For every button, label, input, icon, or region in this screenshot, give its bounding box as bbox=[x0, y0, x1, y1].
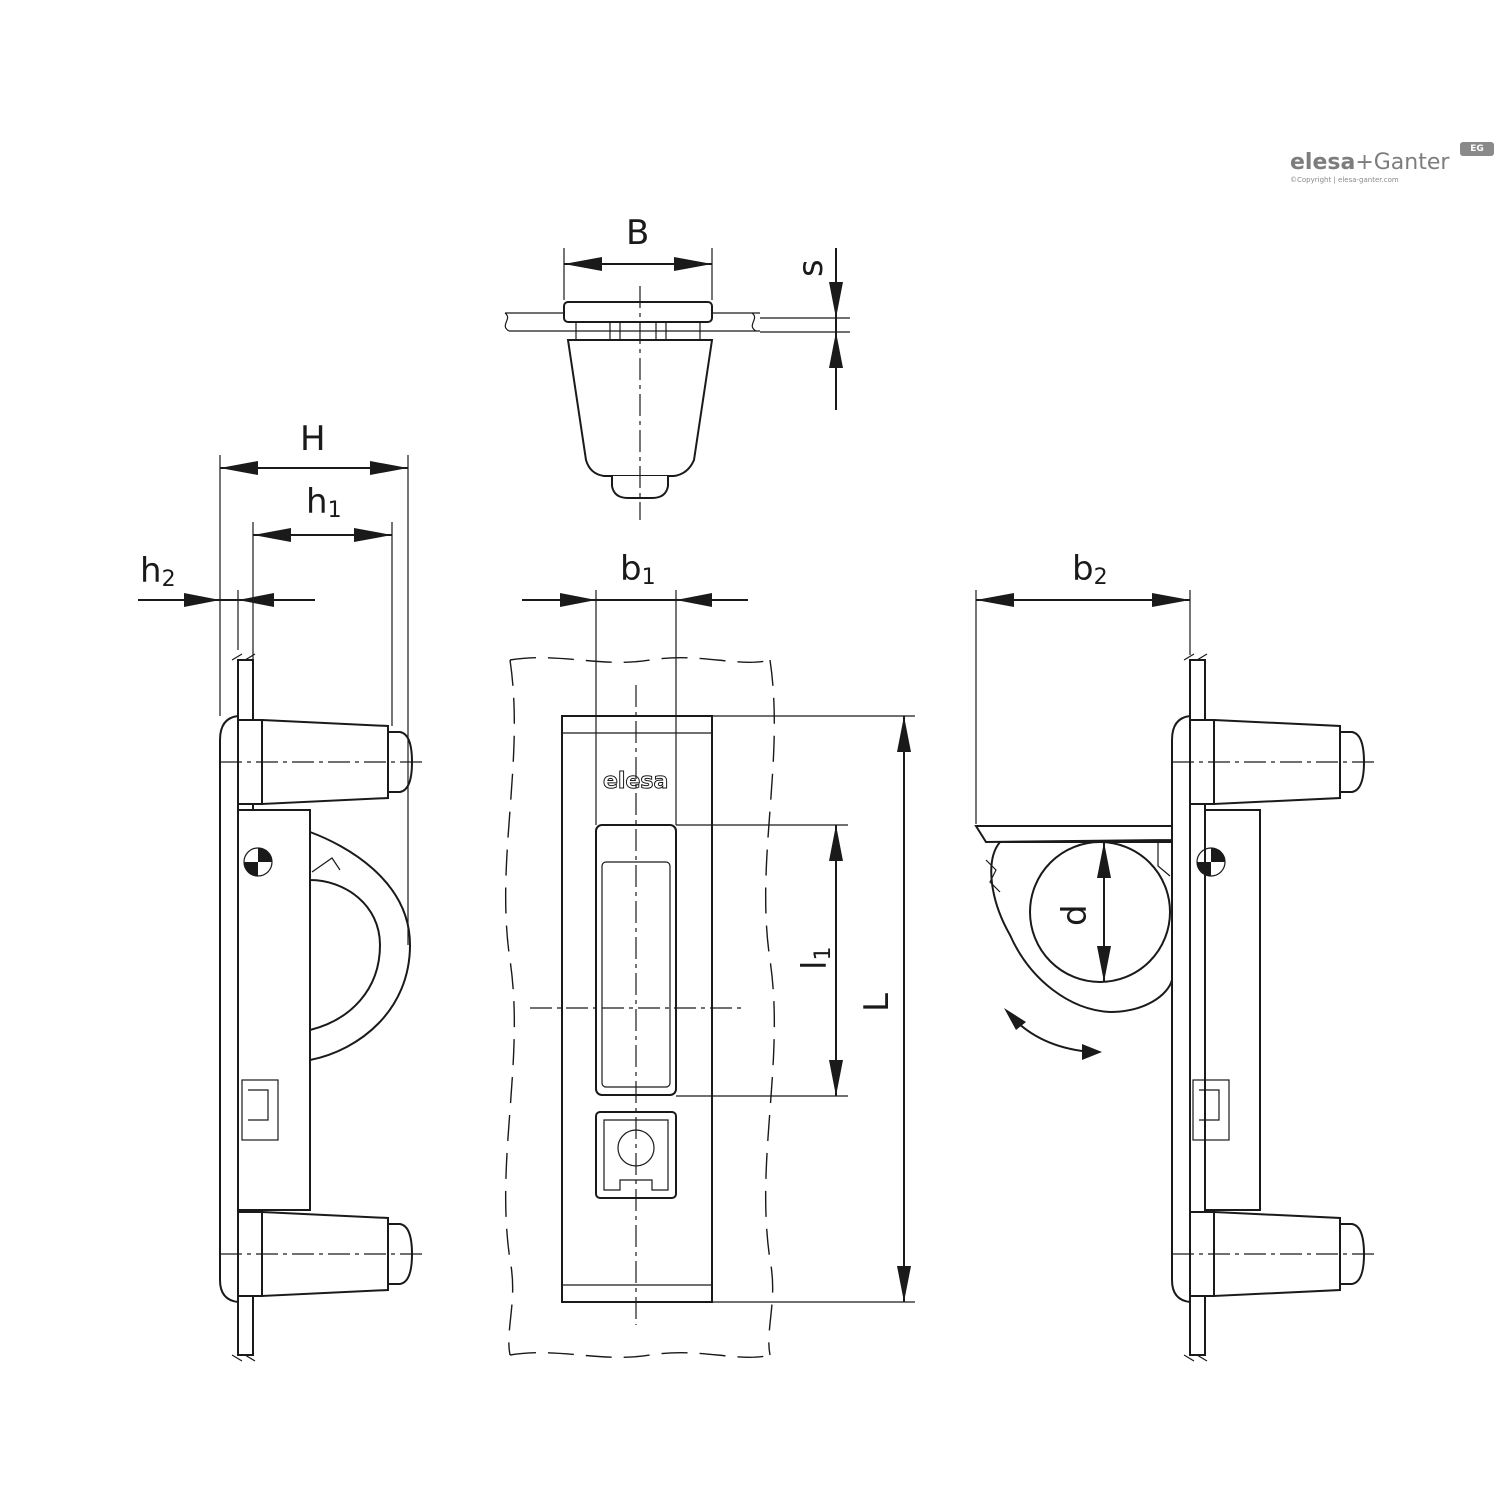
label-l1-sub: 1 bbox=[811, 947, 836, 961]
label-h2-sub: 2 bbox=[162, 567, 176, 592]
label-b2-main: b bbox=[1072, 549, 1094, 589]
label-B: B bbox=[626, 213, 649, 253]
label-h2-main: h bbox=[140, 551, 162, 591]
label-h1-main: h bbox=[306, 482, 328, 522]
label-h1-sub: 1 bbox=[328, 498, 342, 523]
label-l1-main: l bbox=[795, 961, 835, 970]
left-side-view: H h1 h2 bbox=[138, 419, 425, 1362]
logo-brand-right: +Ganter bbox=[1355, 150, 1450, 175]
label-d: d bbox=[1055, 904, 1095, 926]
brand-logo: EG elesa+Ganter ©Copyright | elesa-gante… bbox=[1290, 142, 1500, 195]
label-b1-sub: 1 bbox=[642, 565, 656, 590]
logo-brand-left: elesa bbox=[1290, 150, 1356, 175]
label-h2: h2 bbox=[140, 551, 176, 592]
label-H: H bbox=[300, 419, 326, 459]
logo-wordmark: elesa+Ganter bbox=[1290, 150, 1500, 175]
logo-copyright: ©Copyright | elesa-ganter.com bbox=[1290, 176, 1399, 184]
front-view: elesa b1 l1 L bbox=[504, 549, 915, 1358]
label-s: s bbox=[791, 259, 831, 277]
label-b1-main: b bbox=[620, 549, 642, 589]
top-view: B s bbox=[504, 213, 850, 520]
label-b2-sub: 2 bbox=[1094, 565, 1108, 590]
label-l1: l1 bbox=[795, 947, 836, 970]
logo-badge: EG bbox=[1460, 142, 1494, 156]
label-L: L bbox=[857, 993, 897, 1012]
label-b2: b2 bbox=[1072, 549, 1108, 590]
label-b1: b1 bbox=[620, 549, 656, 590]
right-side-view: d b2 bbox=[974, 549, 1377, 1362]
label-h1: h1 bbox=[306, 482, 342, 523]
